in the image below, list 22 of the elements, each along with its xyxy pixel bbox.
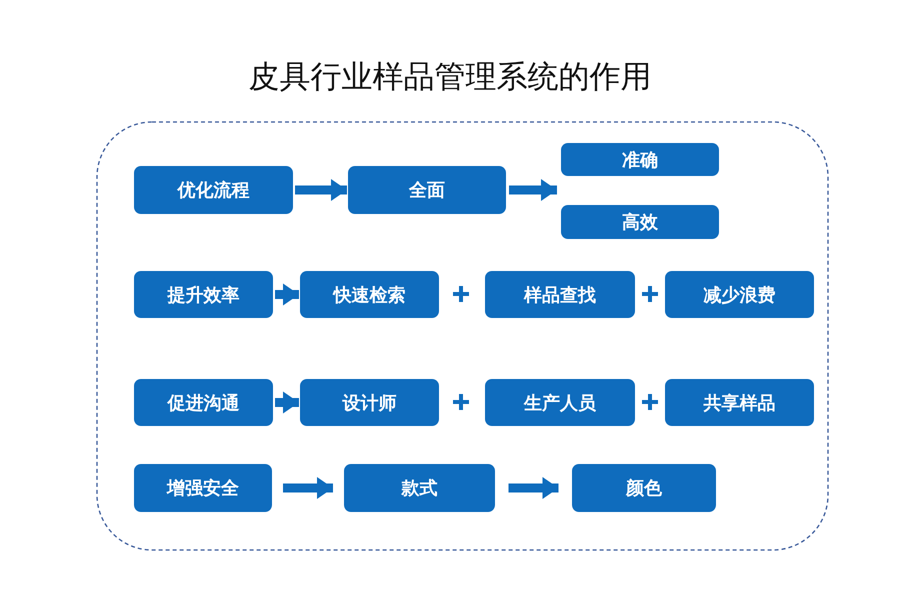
process-box: 高效 bbox=[561, 205, 719, 239]
process-box: 快速检索 bbox=[300, 271, 439, 318]
arrow bbox=[275, 392, 299, 414]
arrow bbox=[295, 179, 347, 201]
process-box: 减少浪费 bbox=[665, 271, 814, 318]
process-box: 提升效率 bbox=[134, 271, 273, 318]
process-box: 准确 bbox=[561, 143, 719, 176]
process-box: 促进沟通 bbox=[134, 379, 273, 426]
process-box: 颜色 bbox=[572, 464, 716, 512]
process-box: 优化流程 bbox=[134, 166, 293, 214]
process-box: 增强安全 bbox=[134, 464, 272, 512]
process-box: 共享样品 bbox=[665, 379, 814, 426]
process-box: 生产人员 bbox=[485, 379, 635, 426]
arrow bbox=[509, 179, 557, 201]
process-box: 设计师 bbox=[300, 379, 439, 426]
arrow bbox=[508, 477, 558, 499]
arrow bbox=[275, 284, 299, 306]
process-box: 款式 bbox=[344, 464, 495, 512]
arrow bbox=[283, 477, 333, 499]
process-box: 全面 bbox=[348, 166, 506, 214]
title: 皮具行业样品管理系统的作用 bbox=[248, 58, 652, 97]
process-box: 样品查找 bbox=[485, 271, 635, 318]
